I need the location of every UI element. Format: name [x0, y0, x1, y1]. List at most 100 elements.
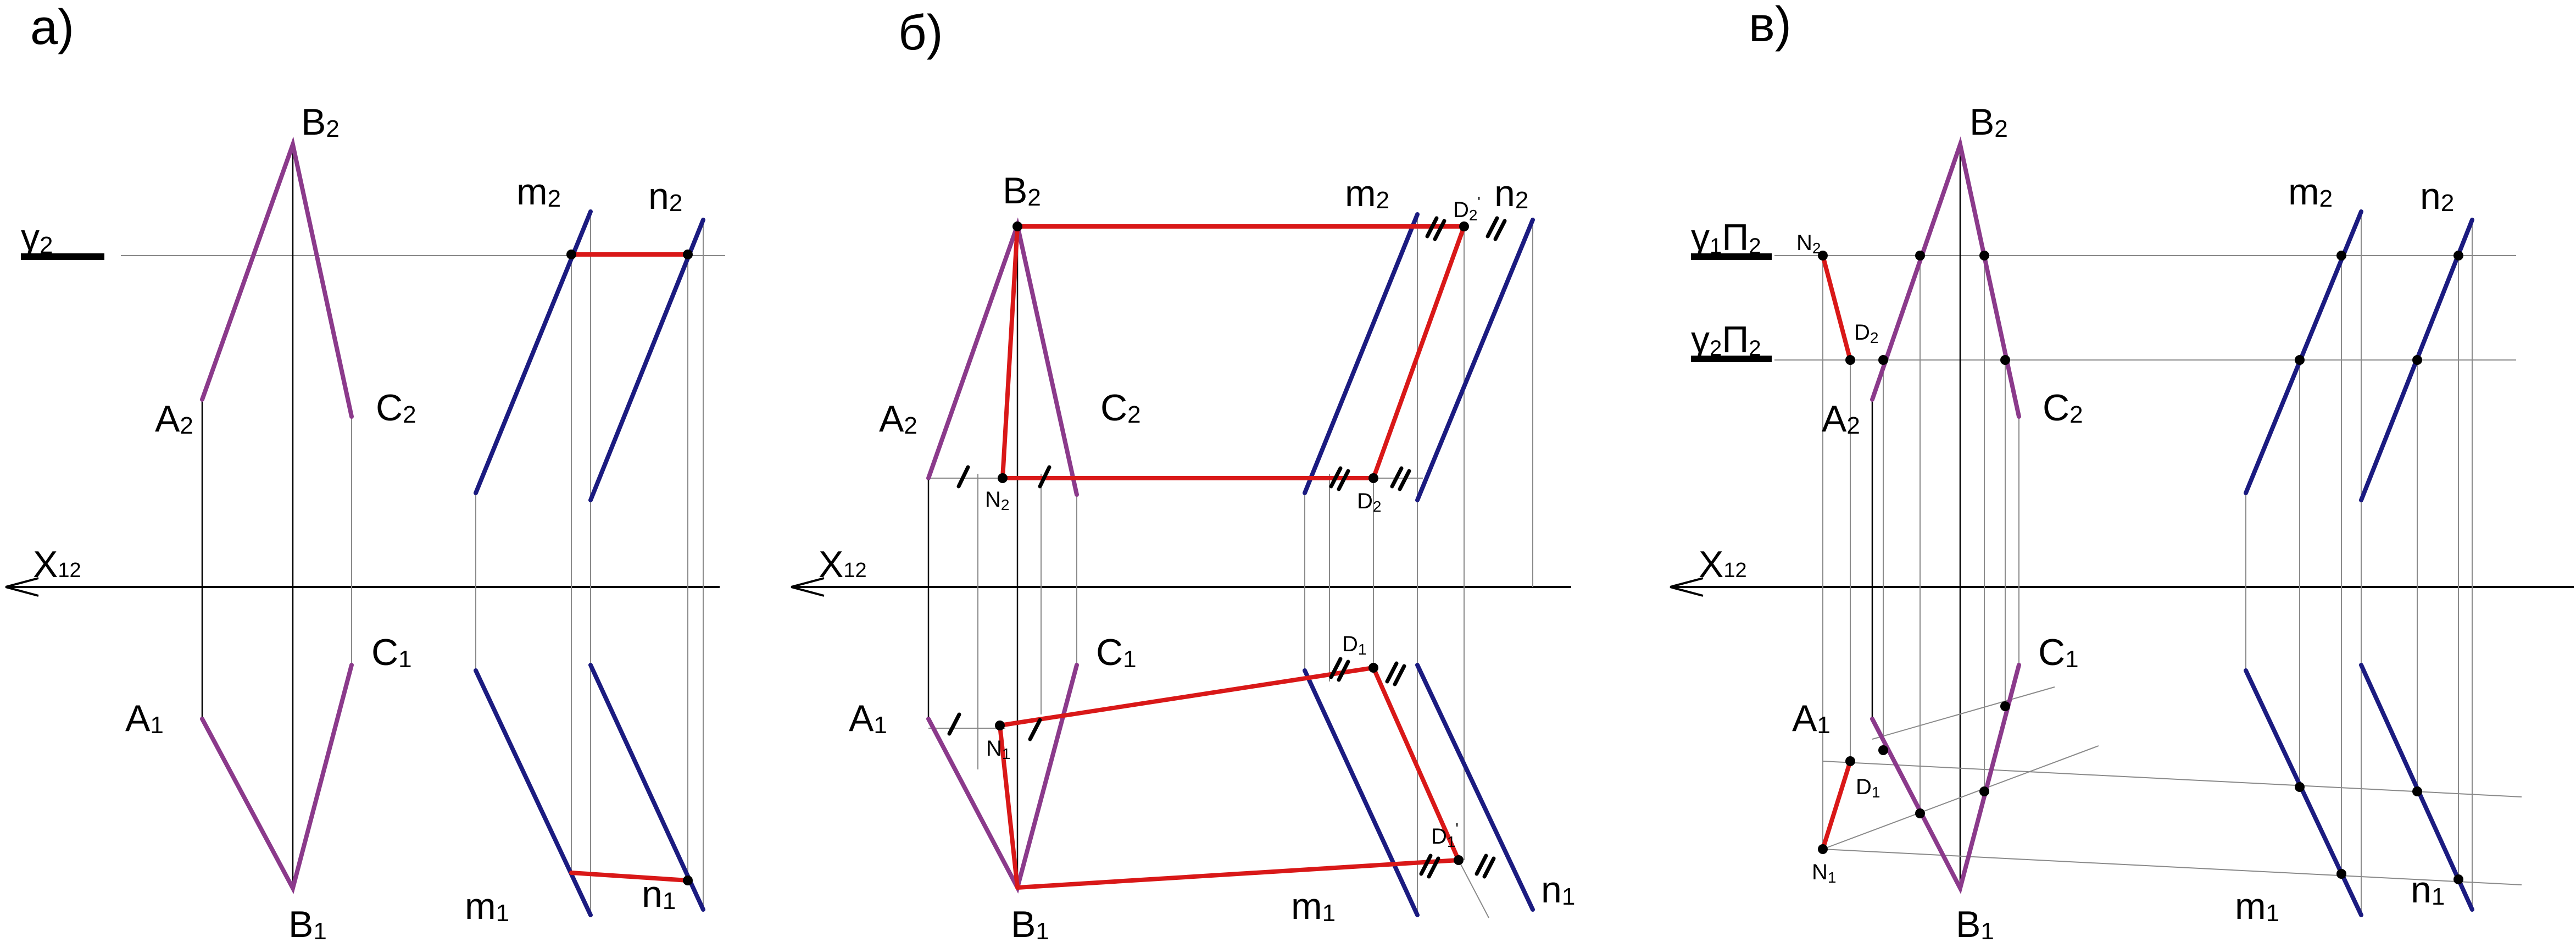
label-B1-c: B1 — [1956, 904, 1994, 942]
triangle-horizontal-c — [1870, 663, 2021, 895]
aux-line-lower-c — [1822, 745, 2099, 850]
label-D1p-b: D1' — [1431, 820, 1459, 850]
point-B2-b — [1012, 221, 1022, 231]
ticks-double-n2-top-b — [1485, 216, 1507, 241]
label-B2-a: B2 — [301, 101, 340, 143]
label-gamma2-c: γ2Π2 — [1691, 319, 1761, 361]
label-D1-c: D1 — [1856, 775, 1880, 801]
point-bc-g1-c — [1979, 251, 1989, 261]
line-n1-b — [1415, 663, 1535, 912]
label-gamma1-c: γ1Π2 — [1691, 217, 1761, 258]
line-m1-c — [2244, 668, 2363, 917]
extension-Dp-b — [1458, 860, 1489, 918]
point-n1-red-a — [683, 875, 693, 885]
label-m1-b: m1 — [1291, 885, 1336, 927]
label-N1-b: N1 — [986, 736, 1010, 762]
label-x12-c: X12 — [1699, 544, 1747, 585]
point-ab-h2-c — [1915, 808, 1925, 818]
triangle-horizontal-a — [200, 663, 354, 894]
ticks-double-n1-bottom-b — [1475, 854, 1496, 879]
label-n1-a: n1 — [642, 873, 676, 915]
point-D2-c — [1845, 355, 1855, 365]
point-N1-c — [1818, 844, 1828, 854]
line-n2-a — [588, 218, 705, 502]
label-C2-a: C2 — [376, 387, 416, 429]
point-ab-h1-c — [1878, 745, 1888, 755]
red-segment-horizontal-a — [569, 871, 690, 883]
label-x12-a: X12 — [33, 544, 81, 585]
panel-b: б) X12 — [791, 5, 1575, 942]
label-gamma2-a: γ2 — [21, 217, 53, 259]
point-n1-g2-c — [2412, 786, 2422, 796]
point-m1-g1-c — [2336, 869, 2346, 879]
label-n2-a: n2 — [648, 175, 682, 217]
label-C1-c: C1 — [2038, 631, 2079, 673]
label-A2-c: A2 — [1822, 398, 1860, 440]
tick-frontal-C-b — [1038, 465, 1051, 489]
label-m2-b: m2 — [1345, 173, 1389, 214]
label-B1-a: B1 — [288, 904, 327, 942]
label-m2-a: m2 — [516, 171, 561, 213]
label-C1-b: C1 — [1096, 631, 1137, 673]
point-bc-h1-c — [2000, 701, 2010, 711]
label-C1-a: C1 — [371, 631, 412, 673]
ticks-double-m2-top-b — [1425, 216, 1446, 241]
label-x12-b: X12 — [819, 544, 867, 585]
line-n1-a — [588, 663, 705, 912]
point-N2-b — [998, 473, 1008, 483]
red-frontal-construction-b — [1000, 224, 1466, 480]
point-D1-c — [1845, 756, 1855, 766]
panel-a-title: а) — [30, 0, 74, 55]
point-bc-g2-c — [2000, 355, 2010, 365]
label-A1-a: A1 — [125, 697, 164, 739]
label-n2-b: n2 — [1494, 173, 1528, 214]
tick-frontal-A-b — [956, 465, 970, 489]
label-A2-b: A2 — [879, 398, 917, 440]
point-N2-c — [1818, 251, 1828, 261]
panel-c: в) X12 γ1Π2 γ2Π2 — [1670, 0, 2574, 942]
point-ab-g2-c — [1878, 355, 1888, 365]
point-N1-b — [995, 721, 1005, 730]
point-D2-b — [1368, 473, 1378, 483]
line-m1-a — [474, 668, 593, 917]
ticks-double-m1-b — [1329, 657, 1350, 682]
label-A1-c: A1 — [1792, 697, 1831, 739]
ticks-double-m1-bottom-b — [1419, 854, 1440, 879]
label-n2-c: n2 — [2420, 175, 2454, 217]
point-n-g2-c — [2412, 355, 2422, 365]
label-D1-b: D1 — [1342, 632, 1366, 658]
point-n-g1-c — [2453, 251, 2463, 261]
label-B2-c: B2 — [1969, 101, 2008, 143]
ticks-double-m2-b — [1329, 466, 1350, 491]
label-N2-b: N2 — [985, 487, 1009, 513]
line-n2-b — [1415, 218, 1535, 502]
label-m2-c: m2 — [2288, 171, 2333, 213]
panel-c-title: в) — [1749, 0, 1791, 52]
red-frontal-construction-c — [1821, 253, 1852, 362]
label-N2-c: N2 — [1796, 231, 1821, 257]
ticks-double-n2-b — [1390, 466, 1411, 491]
line-m1-b — [1303, 668, 1420, 917]
point-m2-gamma-a — [566, 250, 576, 259]
label-D2p-b: D2' — [1453, 193, 1481, 224]
axis-arrow-c — [1670, 577, 1704, 597]
tick-horizontal-A-b — [947, 712, 961, 736]
point-m1-g2-c — [2295, 782, 2305, 792]
triangle-frontal-c — [1870, 136, 2021, 419]
label-m1-c: m1 — [2235, 885, 2279, 927]
point-m-g2-c — [2295, 355, 2305, 365]
label-N1-c: N1 — [1812, 860, 1836, 886]
label-C2-b: C2 — [1100, 387, 1141, 429]
triangle-frontal-a — [200, 136, 354, 419]
trace-gamma2-horizontal-c — [1822, 761, 2522, 797]
panel-b-title: б) — [898, 5, 943, 60]
trace-gamma1-horizontal-c — [1822, 849, 2522, 885]
tick-horizontal-C-b — [1028, 718, 1042, 741]
axis-arrow-a — [5, 577, 39, 597]
point-D1p-b — [1454, 855, 1464, 865]
label-n1-c: n1 — [2411, 869, 2445, 911]
point-n1-g1-c — [2453, 874, 2463, 884]
panel-a: а) X12 γ2 — [5, 0, 725, 942]
point-ab-g1-c — [1915, 251, 1925, 261]
